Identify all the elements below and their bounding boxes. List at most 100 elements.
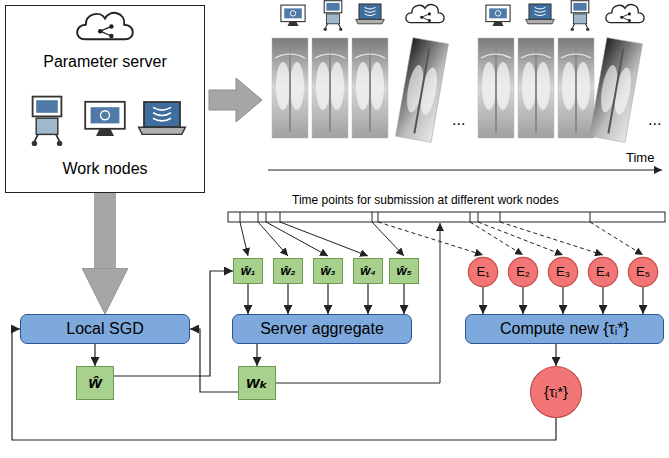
node-label: ŵ₃ [320, 263, 335, 279]
submission-arrows [266, 222, 328, 256]
node-label: Server aggregate [260, 319, 384, 338]
event-circle: E₄ [588, 257, 618, 287]
device-icons [486, 5, 510, 26]
node-label: ŵ₄ [360, 263, 375, 279]
node-label: wₖ [246, 373, 268, 393]
event-circle: E₂ [508, 257, 538, 287]
node-label: ŵ₂ [280, 263, 295, 279]
node-label: E₅ [636, 264, 650, 280]
event-circle: E₃ [548, 257, 578, 287]
flow-arrow [256, 344, 257, 366]
circle-outline [588, 257, 617, 286]
flow-arrow [12, 329, 556, 440]
circle-outline [628, 257, 657, 286]
time-bar [372, 212, 373, 222]
device-icons [324, 1, 343, 31]
xray-images [312, 38, 348, 138]
node-label: E₃ [556, 264, 570, 280]
process-box: Server aggregate [232, 314, 412, 344]
node-group-box: Parameter serverWork nodes [5, 5, 205, 193]
device-icons [281, 1, 644, 31]
device-icons [406, 5, 444, 23]
circle-outline [508, 257, 537, 286]
xray-images [478, 38, 514, 138]
xray-images [352, 38, 388, 138]
time-bar [378, 212, 379, 222]
device-icons [571, 1, 590, 31]
time-bar [280, 212, 281, 222]
node-label: Compute new {τᵢ*} [500, 319, 629, 338]
time-bar [240, 212, 590, 222]
time-bar [258, 212, 259, 222]
event-leaders [378, 222, 483, 255]
event-leaders [500, 222, 603, 255]
flow-arrow [562, 287, 563, 314]
time-bar [478, 212, 479, 222]
device-icons [281, 5, 305, 26]
flow-arrow [327, 284, 328, 314]
device-icons [606, 5, 644, 23]
flow-arrow [190, 329, 238, 392]
box-heading: Work nodes [62, 159, 147, 178]
node-icons [77, 13, 133, 39]
xray-images [272, 38, 308, 138]
flow-arrow [94, 344, 95, 366]
node-label: ŵ₅ [396, 263, 411, 279]
model-square: ŵ₄ [353, 258, 383, 284]
node-label: E₄ [596, 264, 610, 280]
model-square: ŵ [76, 366, 114, 400]
circle-outline [531, 367, 582, 418]
submission-arrows [372, 222, 404, 256]
process-box: Compute new {τᵢ*} [465, 314, 664, 344]
schedule-circle: {τᵢ*} [530, 366, 582, 418]
event-circle: E₅ [628, 257, 658, 287]
node-icons [32, 97, 63, 147]
model-square: ŵ₁ [233, 258, 263, 284]
submission-arrows [240, 222, 404, 256]
model-square: ŵ₂ [273, 258, 303, 284]
node-label: {τᵢ*} [544, 383, 568, 401]
box-heading: Parameter server [43, 52, 167, 71]
time-bar [470, 212, 471, 222]
ellipsis: ... [452, 110, 465, 129]
flow-arrow [482, 287, 483, 314]
flow-arrow [602, 287, 603, 314]
model-square: ŵ₃ [313, 258, 343, 284]
xray-images [396, 38, 449, 143]
axis-label: Time [626, 150, 654, 166]
xray-images [558, 38, 594, 138]
ellipsis: ... [648, 110, 661, 129]
node-icons [32, 13, 186, 146]
flow-arrow [555, 344, 556, 366]
model-square: wₖ [238, 366, 276, 400]
circle-outline [548, 257, 577, 286]
sync-arrow [276, 223, 440, 383]
event-leaders [590, 222, 643, 255]
flow-arrow [522, 287, 523, 314]
model-square: ŵ₅ [389, 258, 419, 284]
flow-arrow [287, 284, 288, 314]
flow-arrow [367, 284, 368, 314]
node-icons [139, 102, 186, 134]
flow-arrow [642, 287, 643, 314]
time-bar [228, 212, 665, 222]
node-label: ŵ [88, 373, 101, 393]
flow-arrow [247, 284, 248, 314]
circle-outline [468, 257, 497, 286]
xray-images [272, 38, 642, 143]
time-bar [500, 212, 501, 222]
time-bar [240, 212, 241, 222]
node-label: E₁ [476, 264, 489, 280]
block-arrow [94, 193, 116, 268]
block-arrow [209, 78, 262, 122]
node-label: E₂ [516, 264, 530, 280]
node-label: ŵ₁ [241, 263, 256, 279]
time-bar [228, 212, 665, 222]
submission-arrows [280, 222, 368, 256]
time-axis [268, 170, 662, 171]
xray-images [518, 38, 554, 138]
time-bar [266, 212, 267, 222]
device-icons [526, 4, 555, 24]
xray-images [590, 38, 643, 143]
